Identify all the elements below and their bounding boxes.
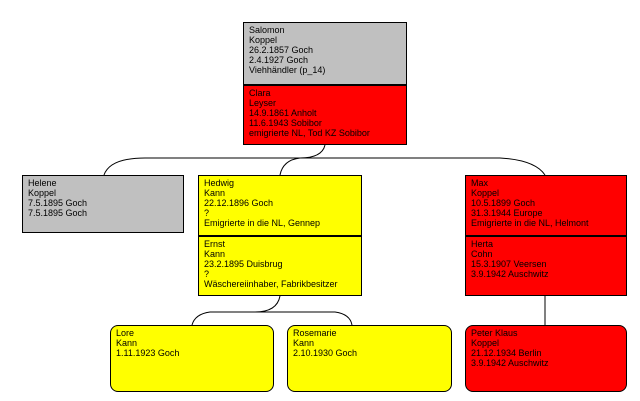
person-last-name: Koppel bbox=[249, 35, 278, 45]
person-birth: 21.12.1934 Berlin bbox=[471, 348, 542, 358]
person-death: 3.9.1942 Auschwitz bbox=[471, 269, 549, 279]
person-first-name: Rosemarie bbox=[293, 328, 337, 338]
person-death: 2.4.1927 Goch bbox=[249, 55, 309, 65]
person-note: Emigrierte in die NL, Gennep bbox=[204, 218, 321, 228]
person-peter[interactable]: Peter Klaus Koppel 21.12.1934 Berlin 3.9… bbox=[465, 325, 627, 392]
person-first-name: Herta bbox=[471, 239, 494, 249]
person-lore[interactable]: Lore Kann 1.11.1923 Goch bbox=[110, 325, 274, 392]
person-last-name: Kann bbox=[204, 188, 226, 198]
person-last-name: Kann bbox=[293, 338, 315, 348]
person-helene[interactable]: Helene Koppel 7.5.1895 Goch 7.5.1895 Goc… bbox=[22, 175, 184, 233]
person-clara[interactable]: Clara Leyser 14.9.1861 Anholt 11.6.1943 … bbox=[243, 85, 407, 145]
person-note: Emigrierte in die NL, Helmont bbox=[471, 218, 589, 228]
person-last-name: Koppel bbox=[471, 338, 500, 348]
person-rosemarie[interactable]: Rosemarie Kann 2.10.1930 Goch bbox=[287, 325, 452, 392]
person-birth: 22.12.1896 Goch bbox=[204, 198, 274, 208]
person-first-name: Peter Klaus bbox=[471, 328, 518, 338]
person-hedwig[interactable]: Hedwig Kann 22.12.1896 Goch ? Emigrierte… bbox=[198, 175, 362, 236]
person-last-name: Kann bbox=[204, 249, 226, 259]
person-birth: 1.11.1923 Goch bbox=[116, 348, 180, 358]
person-first-name: Salomon bbox=[249, 25, 285, 35]
person-max[interactable]: Max Koppel 10.5.1899 Goch 31.3.1944 Euro… bbox=[465, 175, 627, 236]
person-first-name: Lore bbox=[116, 328, 135, 338]
person-death: 11.6.1943 Sobibor bbox=[249, 118, 322, 128]
person-ernst[interactable]: Ernst Kann 23.2.1895 Duisbrug ? Wäschere… bbox=[198, 236, 362, 296]
connector-to-max bbox=[300, 157, 546, 176]
person-first-name: Clara bbox=[249, 88, 271, 98]
person-death: 31.3.1944 Europe bbox=[471, 208, 543, 218]
connector-hedwig-to-rosemarie bbox=[255, 311, 353, 326]
person-first-name: Hedwig bbox=[204, 178, 235, 188]
person-herta[interactable]: Herta Cohn 15.3.1907 Veersen 3.9.1942 Au… bbox=[465, 236, 627, 296]
person-last-name: Koppel bbox=[471, 188, 500, 198]
person-first-name: Max bbox=[471, 178, 489, 188]
person-first-name: Ernst bbox=[204, 239, 226, 249]
person-note: emigrierte NL, Tod KZ Sobibor bbox=[249, 128, 370, 138]
connector-to-hedwig bbox=[279, 157, 301, 176]
person-note: Viehhändler (p_14) bbox=[249, 65, 326, 75]
person-last-name: Leyser bbox=[249, 98, 277, 108]
person-death: 3.9.1942 Auschwitz bbox=[471, 358, 549, 368]
person-death: 7.5.1895 Goch bbox=[28, 208, 88, 218]
person-note: Wäschereiinhaber, Fabrikbesitzer bbox=[204, 279, 338, 289]
person-last-name: Kann bbox=[116, 338, 138, 348]
connector-parents-to-children bbox=[103, 144, 326, 176]
person-birth: 14.9.1861 Anholt bbox=[249, 108, 317, 118]
connector-hedwig-to-lore bbox=[191, 295, 281, 326]
person-death: ? bbox=[204, 208, 210, 218]
person-first-name: Helene bbox=[28, 178, 57, 188]
person-birth: 23.2.1895 Duisbrug bbox=[204, 259, 283, 269]
person-birth: 10.5.1899 Goch bbox=[471, 198, 536, 208]
person-death: ? bbox=[204, 269, 210, 279]
person-last-name: Cohn bbox=[471, 249, 493, 259]
person-birth: 26.2.1857 Goch bbox=[249, 45, 314, 55]
person-birth: 15.3.1907 Veersen bbox=[471, 259, 547, 269]
person-birth: 7.5.1895 Goch bbox=[28, 198, 88, 208]
person-salomon[interactable]: Salomon Koppel 26.2.1857 Goch 2.4.1927 G… bbox=[243, 22, 407, 85]
person-last-name: Koppel bbox=[28, 188, 57, 198]
person-birth: 2.10.1930 Goch bbox=[293, 348, 358, 358]
